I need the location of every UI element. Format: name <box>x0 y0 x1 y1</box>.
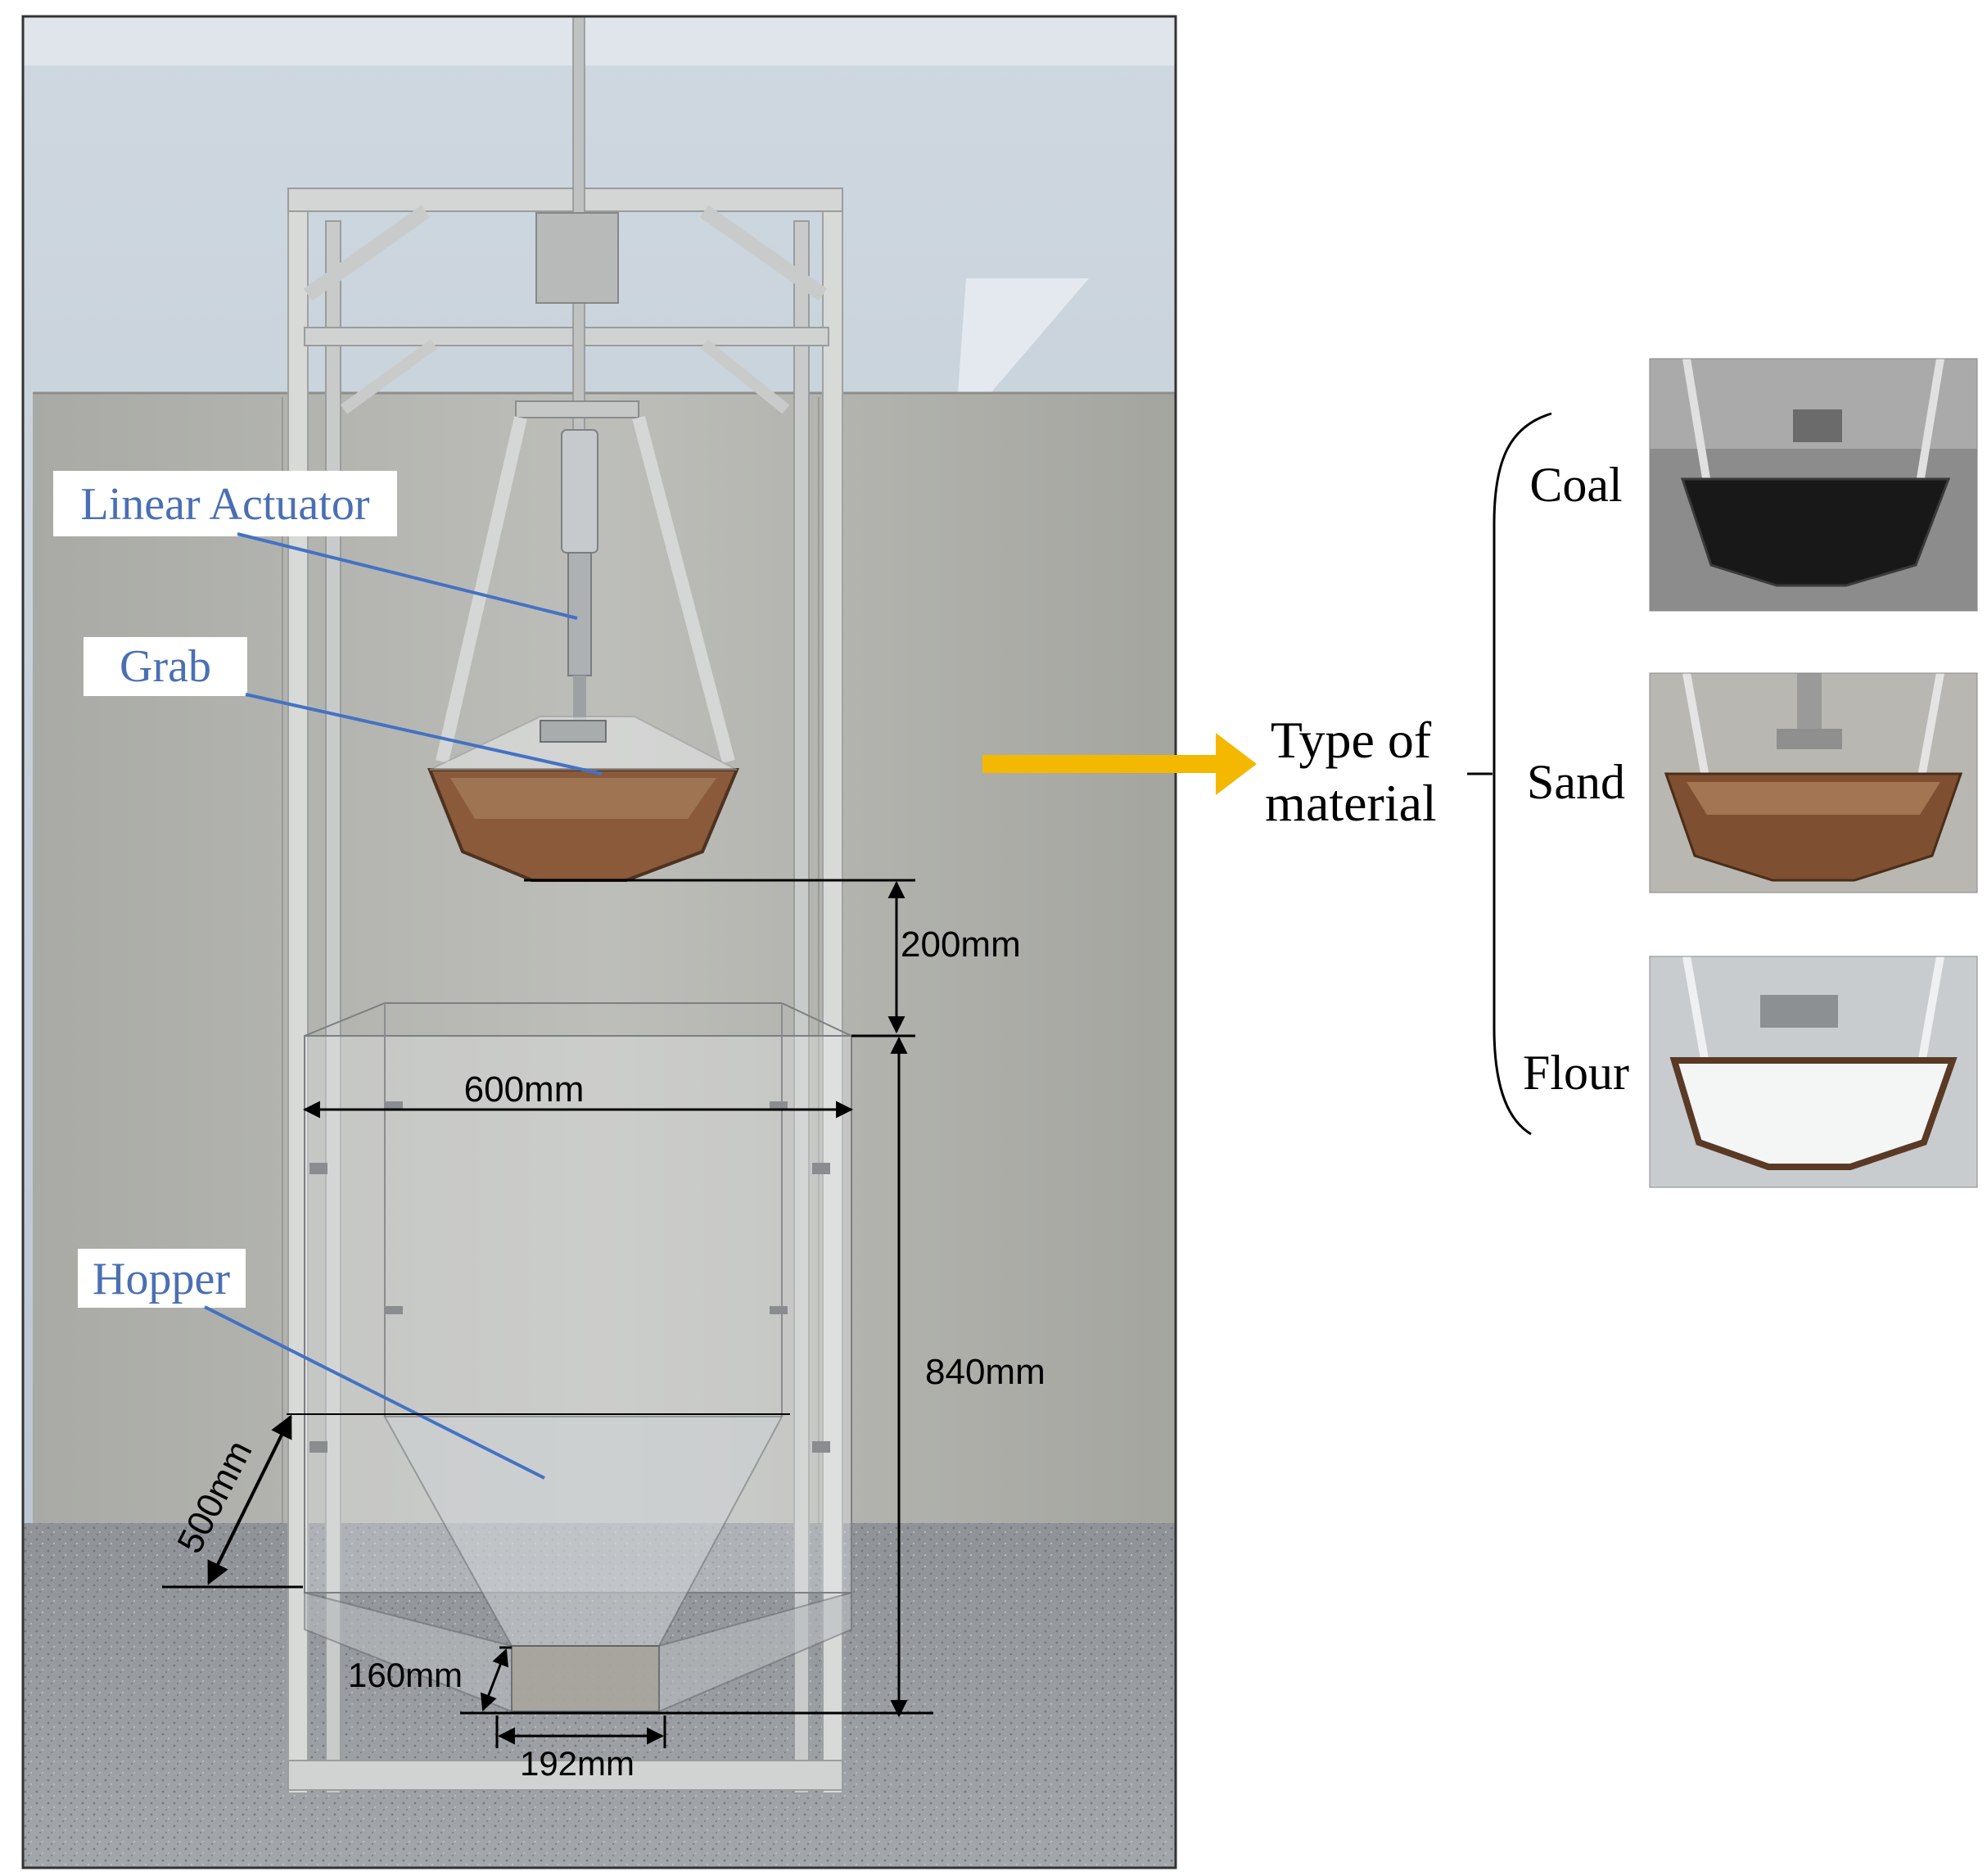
flour-sample-photo <box>1649 956 1978 1188</box>
material-item-flour: Flour <box>1523 956 1978 1188</box>
svg-text:Grab: Grab <box>120 641 211 692</box>
svg-text:Sand: Sand <box>1527 755 1625 809</box>
dimension-160mm: 160mm <box>348 1646 933 1715</box>
label-hopper: Hopper <box>78 1249 545 1480</box>
svg-text:200mm: 200mm <box>901 924 1021 965</box>
svg-text:Flour: Flour <box>1523 1046 1629 1100</box>
dimension-192mm: 192mm <box>495 1716 666 1783</box>
leader-line-hopper <box>204 1305 545 1480</box>
leader-line-actuator <box>237 532 578 620</box>
material-arrow <box>982 733 1257 795</box>
coal-sample-photo <box>1649 358 1978 612</box>
svg-text:160mm: 160mm <box>348 1656 463 1694</box>
label-grab: Grab <box>84 637 603 775</box>
photo-border <box>21 15 1177 1869</box>
svg-text:Type of: Type of <box>1271 711 1432 769</box>
material-item-sand: Sand <box>1527 672 1978 893</box>
material-item-coal: Coal <box>1529 358 1978 612</box>
material-brace <box>1467 412 1552 1136</box>
sand-sample-photo <box>1649 672 1978 893</box>
dimension-200mm: 200mm <box>524 879 1021 1034</box>
svg-text:Coal: Coal <box>1529 458 1622 512</box>
svg-text:600mm: 600mm <box>464 1069 585 1110</box>
svg-text:Hopper: Hopper <box>93 1254 230 1304</box>
svg-text:Linear Actuator: Linear Actuator <box>81 479 370 530</box>
svg-text:material: material <box>1265 774 1437 832</box>
dimension-840mm: 840mm <box>851 1034 1045 1718</box>
svg-text:840mm: 840mm <box>925 1352 1045 1392</box>
leader-line-grab <box>245 693 603 775</box>
material-heading: Type of material <box>1265 711 1437 832</box>
svg-text:192mm: 192mm <box>520 1744 634 1783</box>
label-linear-actuator: Linear Actuator <box>53 471 578 620</box>
dimension-600mm: 600mm <box>302 1069 854 1119</box>
